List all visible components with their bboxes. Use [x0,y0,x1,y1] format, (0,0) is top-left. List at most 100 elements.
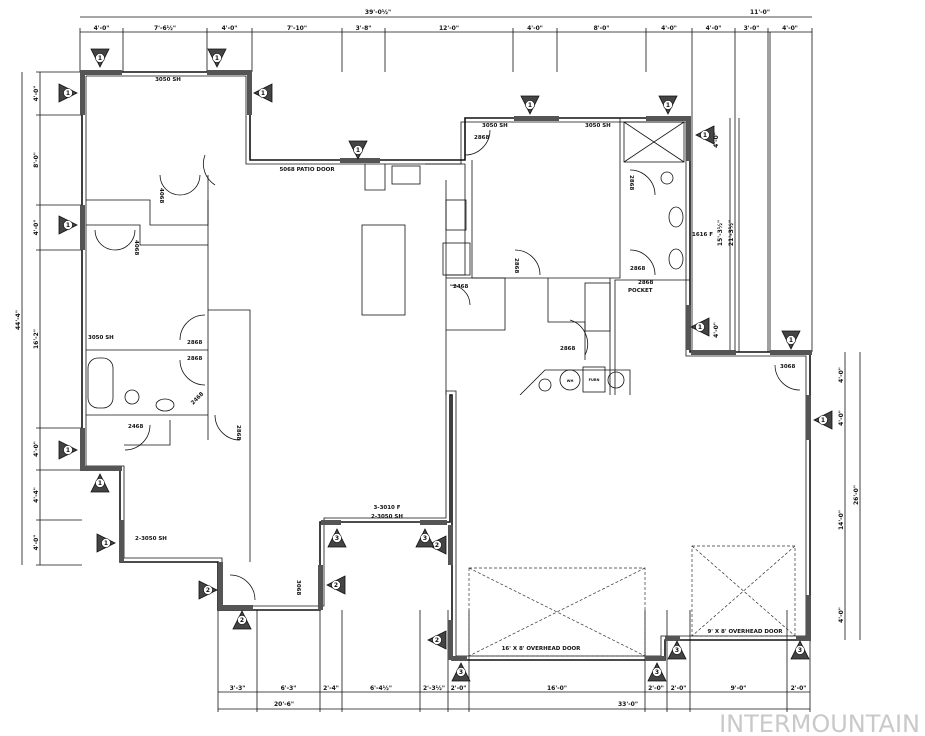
marker-label: 1 [356,147,360,154]
label: 3068 [295,580,301,595]
interior-walls [86,118,801,601]
label: 2868 [628,175,634,190]
dimension-labels: 39'-0½" 11'-0" 4'-0"7'-6½"4'-0"7'-10"3'-… [15,9,860,708]
bottom-dim: 6'-4½" [370,685,392,692]
label: 2-3050 SH [371,514,403,520]
bottom-left-total-dim: 20'-6" [274,701,294,708]
marker-label: 1 [215,55,219,62]
top-dim: 4'-0" [527,25,543,32]
dimension-lines [21,16,861,712]
marker-label: 2 [240,617,244,624]
left-dim: 4'-4" [33,487,40,503]
label: 2868 [187,356,202,362]
label: 2-3050 SH [135,536,167,542]
top-dim: 8'-0" [594,25,610,32]
label: 4068 [158,188,164,203]
right-dim: 4'-0" [713,132,720,148]
marker-label: 1 [98,480,102,487]
wall-marker: 2 [198,580,218,600]
wall-marker: 1 [90,473,110,493]
wall-marker: 3 [451,662,471,682]
label: POCKET [628,288,653,294]
marker-label: 3 [655,669,659,676]
marker-label: 3 [459,669,463,676]
bottom-dim: 2'-0" [791,685,807,692]
top-dim: 7'-6½" [154,25,176,32]
marker-label: 2 [334,582,338,589]
top-dim: 4'-0" [94,25,110,32]
label: 2468 [190,391,205,406]
top-dim: 4'-0" [706,25,722,32]
marker-label: 3 [423,535,427,542]
bottom-dim: 2'-3½" [423,685,445,692]
wall-marker: 1 [96,533,116,553]
label: 2468 [128,424,143,430]
label: 3050 SH [88,335,114,341]
left-dim: 4'-0" [33,220,40,236]
wall-marker: 3 [647,662,667,682]
toilet [660,171,674,185]
wall-marker: 1 [658,95,678,115]
marker-label: 1 [528,102,532,109]
right-dim: 4'-0" [838,607,845,623]
marker-label: 2 [435,542,439,549]
top-dim: 4'-0" [222,25,238,32]
wall-marker: 3 [327,528,347,548]
marker-label: 3 [798,647,802,654]
label: 5068 PATIO DOOR [279,167,335,173]
wall-marker: 2 [326,575,346,595]
marker-label: 1 [703,132,707,139]
label: 2868 [638,280,653,286]
wall-marker: 3 [415,528,435,548]
wall-marker: 1 [781,330,801,350]
overhead-doors [468,545,796,657]
water-heater [559,369,581,391]
bottom-dim: 2'-0" [648,685,664,692]
top-dim: 3'-0" [744,25,760,32]
marker-label: 3 [675,647,679,654]
label: 16' X 8' OVERHEAD DOOR [502,646,582,652]
marker-label: 1 [789,337,793,344]
wall-marker: 1 [348,140,368,160]
label: 9' X 8' OVERHEAD DOOR [707,629,783,635]
label: 3-3010 F [373,505,400,511]
label: 2468 [453,284,468,290]
wall-marker: 2 [427,630,447,650]
overall-depth-dim: 44'-4" [15,310,22,330]
left-dim: 4'-0" [33,86,40,102]
bottom-dim: 16'-0" [547,685,567,692]
bottom-right-total-dim: 33'-0" [618,701,638,708]
kitchen-island [361,224,406,316]
washer-dryer [584,282,611,332]
wall-marker: 3 [667,640,687,660]
wall-marker: 1 [58,440,78,460]
marker-label: 2 [206,587,210,594]
refrigerator [442,242,471,276]
right-dim: 4'-0" [838,410,845,426]
wall-marker: 2 [427,535,447,555]
label: 3050 SH [482,123,508,129]
top-dim: 12'-0" [439,25,459,32]
label: 2868 [560,346,575,352]
marker-label: 1 [261,90,265,97]
left-dim: 16'-2" [33,329,40,349]
marker-label: 1 [66,222,70,229]
marker-label: 1 [666,102,670,109]
label: 3068 [780,364,795,370]
right-dim: 4'-0" [713,322,720,338]
opening-labels: 3050 SH 5068 PATIO DOOR 4068 4068 3050 S… [88,77,795,652]
label: 2868 [630,266,645,272]
wall-marker: 1 [58,83,78,103]
label: 2868 [187,340,202,346]
range [445,199,467,231]
sink [668,206,684,228]
overall-width-dim: 39'-0½" [365,9,391,16]
bottom-dim: 6'-3" [281,685,297,692]
toilet [124,389,140,405]
right-dim: 21'-3½" [728,220,735,246]
marker-label: 1 [66,90,70,97]
bottom-dim: 2'-0" [671,685,687,692]
label: FURN [589,378,600,382]
right-dim: 15'-3½" [717,220,724,246]
top-right-dim: 11'-0" [750,9,770,16]
